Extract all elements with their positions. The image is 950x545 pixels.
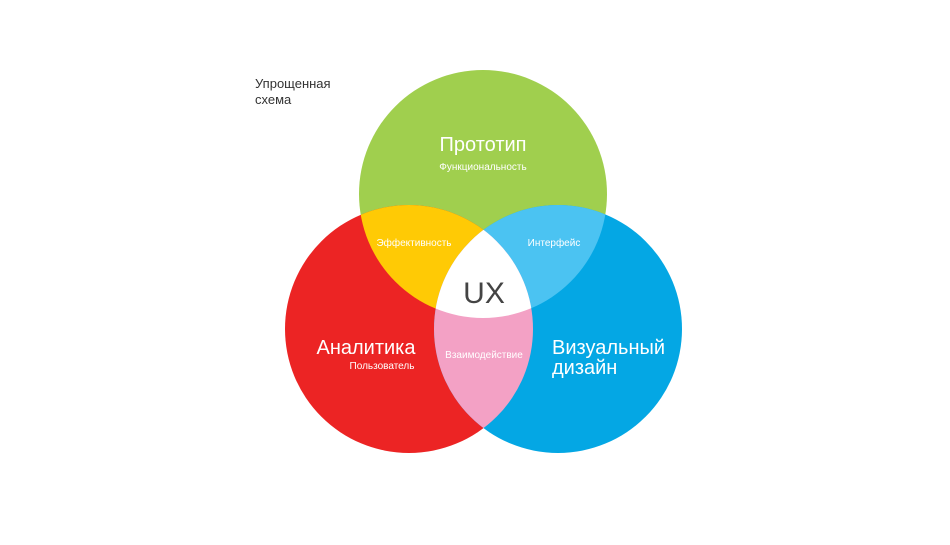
analytics-title: Аналитика: [317, 337, 417, 359]
prototype-subtitle: Функциональность: [439, 162, 526, 173]
ux-label: UX: [463, 277, 505, 310]
visual-design-title-line-1: Визуальный: [552, 337, 665, 359]
prototype-title: Прототип: [440, 134, 527, 156]
overlap-ux-center: [434, 205, 533, 318]
caption-line-1: Упрощенная: [255, 76, 331, 91]
interface-label: Интерфейс: [528, 237, 581, 249]
interaction-label: Взаимодействие: [445, 350, 523, 361]
analytics-subtitle: Пользователь: [350, 361, 415, 372]
diagram-caption: Упрощенная схема: [255, 76, 375, 108]
visual-design-title-line-2: дизайн: [552, 357, 617, 379]
caption-line-2: схема: [255, 92, 292, 107]
efficiency-label: Эффективность: [376, 237, 451, 249]
